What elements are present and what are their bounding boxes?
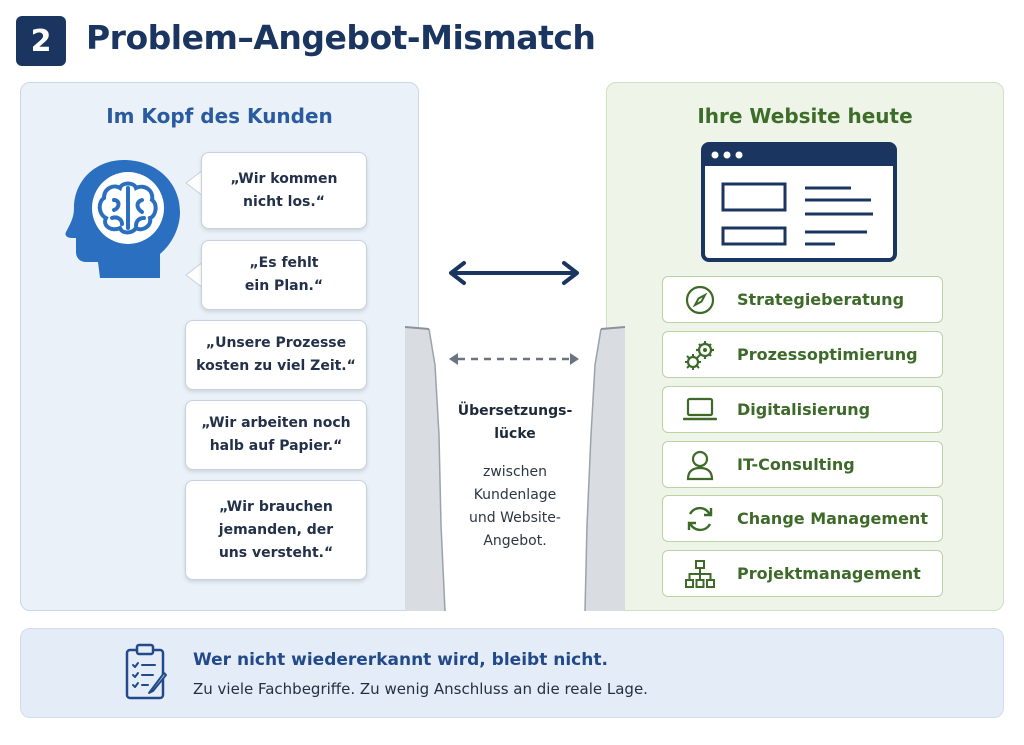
gap-cliff-left xyxy=(405,326,446,612)
service-item-strategieberatung: Strategieberatung xyxy=(662,276,943,323)
gap-cliff-right xyxy=(584,326,625,612)
cycle-icon xyxy=(687,506,713,531)
translation-gap-title: Übersetzungs- lücke xyxy=(457,403,573,442)
clipboard-icon xyxy=(125,643,167,700)
page-title: Problem–Angebot-Mismatch xyxy=(86,18,596,57)
head-brain-icon xyxy=(65,160,180,278)
laptop-icon xyxy=(683,397,717,420)
double-arrow-icon xyxy=(449,261,579,285)
org-chart-icon xyxy=(685,559,715,588)
service-item-prozessoptimierung: Prozessoptimierung xyxy=(662,331,943,378)
service-label: Prozessoptimierung xyxy=(737,345,918,364)
summary-callout xyxy=(20,628,1004,718)
summary-headline: Wer nicht wiedererkannt wird, bleibt nic… xyxy=(193,650,608,670)
person-icon xyxy=(686,450,714,480)
compass-icon xyxy=(685,285,715,314)
service-item-digitalisierung: Digitalisierung xyxy=(662,386,943,433)
service-label: Digitalisierung xyxy=(737,400,871,419)
customer-mind-heading: Im Kopf des Kunden xyxy=(106,104,333,128)
service-label: Projektmanagement xyxy=(737,564,921,583)
service-label: IT-Consulting xyxy=(737,455,855,474)
gears-icon xyxy=(685,340,714,370)
service-label: Strategieberatung xyxy=(737,290,905,309)
dashed-arrow-icon xyxy=(449,353,579,365)
website-window-icon xyxy=(701,142,897,262)
translation-gap-description: zwischen Kundenlage und Website- Angebot… xyxy=(469,464,561,549)
summary-subline: Zu viele Fachbegriffe. Zu wenig Anschlus… xyxy=(193,680,648,698)
website-today-heading: Ihre Website heute xyxy=(697,104,913,128)
service-item-projektmanagement: Projektmanagement xyxy=(662,550,943,597)
step-badge: 2 xyxy=(16,16,66,66)
service-label: Change Management xyxy=(737,509,928,528)
service-item-it-consulting: IT-Consulting xyxy=(662,441,943,488)
service-item-change-management: Change Management xyxy=(662,495,943,542)
